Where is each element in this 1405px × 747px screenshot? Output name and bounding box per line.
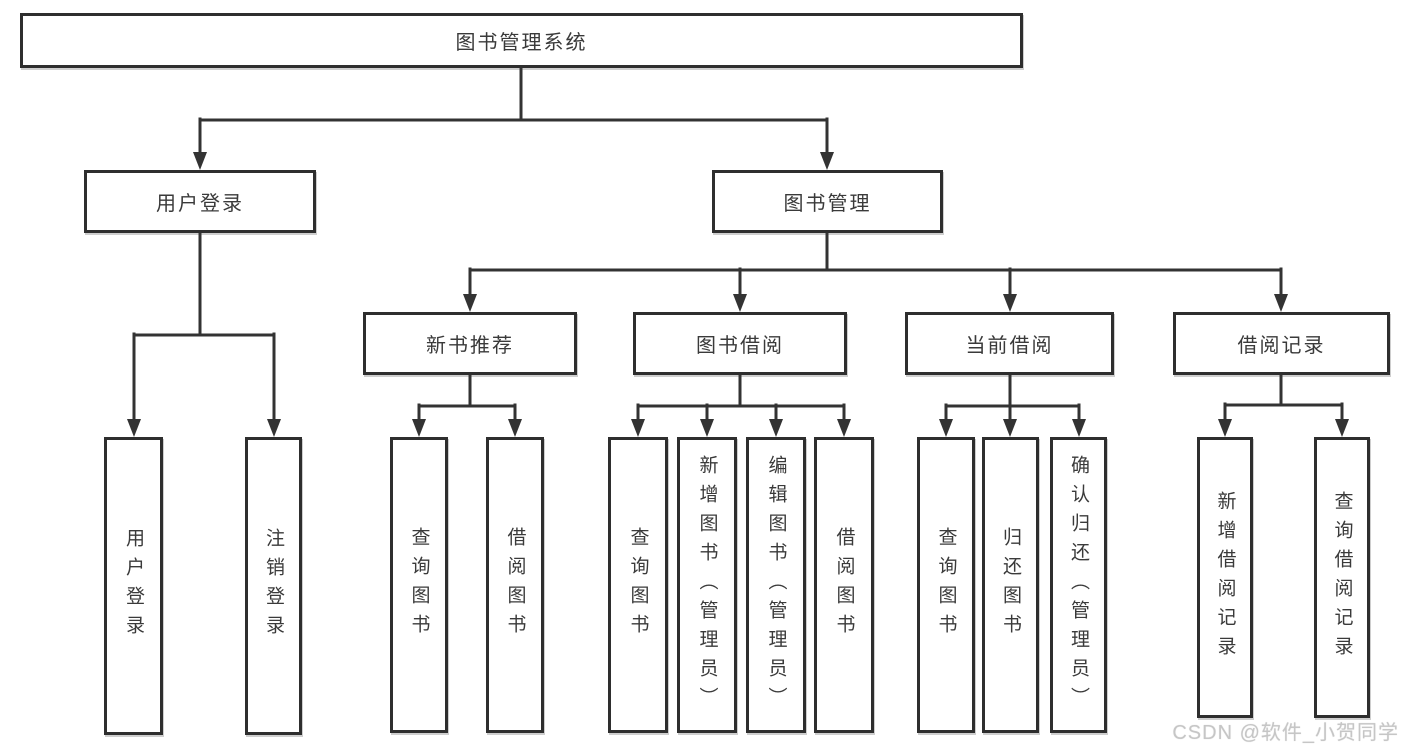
leaf-query-books-borrow-label: 查询图书 — [627, 527, 649, 643]
node-root: 图书管理系统 — [20, 13, 1023, 68]
node-user-login: 用户登录 — [84, 170, 316, 233]
node-current-borrow-label: 当前借阅 — [965, 335, 1054, 357]
leaf-borrow-books-recommend-label: 借阅图书 — [504, 527, 526, 643]
leaf-borrow-books-recommend: 借阅图书 — [486, 437, 544, 733]
node-new-book-recommend-label: 新书推荐 — [426, 335, 514, 357]
leaf-query-borrow-record-label: 查询借阅记录 — [1331, 490, 1353, 665]
leaf-query-books-recommend-label: 查询图书 — [408, 527, 430, 643]
arrowheads — [127, 152, 1349, 437]
node-current-borrow: 当前借阅 — [905, 312, 1114, 375]
node-new-book-recommend: 新书推荐 — [363, 312, 577, 375]
leaf-logout-label: 注销登录 — [263, 528, 284, 644]
leaf-user-login-label: 用户登录 — [123, 528, 144, 644]
leaf-confirm-return-admin: 确认归还（管理员） — [1050, 437, 1107, 733]
leaf-return-books: 归还图书 — [982, 437, 1039, 733]
node-book-borrow-label: 图书借阅 — [696, 335, 784, 357]
leaf-borrow-books: 借阅图书 — [814, 437, 874, 733]
leaf-add-books-admin: 新增图书（管理员） — [677, 437, 737, 733]
leaf-add-books-admin-label: 新增图书（管理员） — [696, 454, 718, 716]
leaf-query-books-recommend: 查询图书 — [390, 437, 448, 733]
node-root-label: 图书管理系统 — [455, 32, 588, 54]
node-book-management: 图书管理 — [712, 170, 943, 233]
leaf-edit-books-admin: 编辑图书（管理员） — [746, 437, 806, 733]
leaf-query-books-current: 查询图书 — [917, 437, 975, 733]
leaf-return-books-label: 归还图书 — [1000, 527, 1021, 643]
leaf-query-books-current-label: 查询图书 — [935, 527, 957, 643]
leaf-user-login: 用户登录 — [104, 437, 163, 735]
watermark-text: CSDN @软件_小贺同学 — [1172, 722, 1399, 744]
leaf-add-borrow-record-label: 新增借阅记录 — [1214, 490, 1236, 665]
node-borrow-records: 借阅记录 — [1173, 312, 1390, 375]
leaf-query-books-borrow: 查询图书 — [608, 437, 668, 733]
leaf-query-borrow-record: 查询借阅记录 — [1314, 437, 1370, 718]
node-book-management-label: 图书管理 — [783, 193, 872, 215]
leaf-edit-books-admin-label: 编辑图书（管理员） — [765, 454, 787, 716]
leaf-confirm-return-admin-label: 确认归还（管理员） — [1068, 454, 1089, 716]
node-borrow-records-label: 借阅记录 — [1237, 335, 1326, 357]
node-book-borrow: 图书借阅 — [633, 312, 847, 375]
leaf-borrow-books-label: 借阅图书 — [833, 527, 855, 643]
leaf-logout: 注销登录 — [245, 437, 302, 735]
leaf-add-borrow-record: 新增借阅记录 — [1197, 437, 1253, 718]
node-user-login-label: 用户登录 — [156, 193, 244, 215]
